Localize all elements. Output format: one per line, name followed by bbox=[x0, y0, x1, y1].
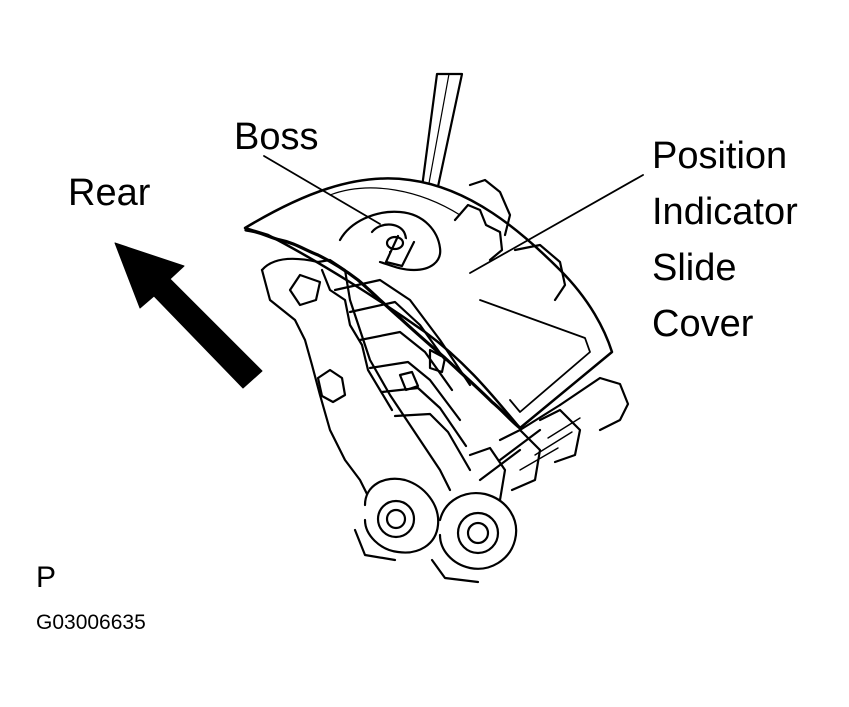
label-line: Indicator bbox=[652, 191, 798, 233]
boss-leader-line bbox=[263, 155, 381, 225]
boss-detail bbox=[338, 210, 442, 272]
position-indicator-slide-cover-label: Position Indicator Slide Cover bbox=[652, 128, 798, 352]
label-line: Slide bbox=[652, 247, 737, 289]
label-line: Position bbox=[652, 135, 788, 177]
bracket-eyes bbox=[353, 477, 518, 584]
figure-code: G03006635 bbox=[36, 611, 146, 634]
boss-label: Boss bbox=[234, 116, 319, 158]
position-indicator-slide-cover bbox=[243, 177, 614, 430]
position-letter: P bbox=[36, 561, 57, 594]
shift-lever-body bbox=[260, 178, 630, 507]
rear-direction-arrow bbox=[114, 242, 263, 389]
rear-label: Rear bbox=[68, 172, 151, 214]
slide-cover-leader-line bbox=[469, 174, 644, 274]
label-line: Cover bbox=[652, 303, 754, 345]
